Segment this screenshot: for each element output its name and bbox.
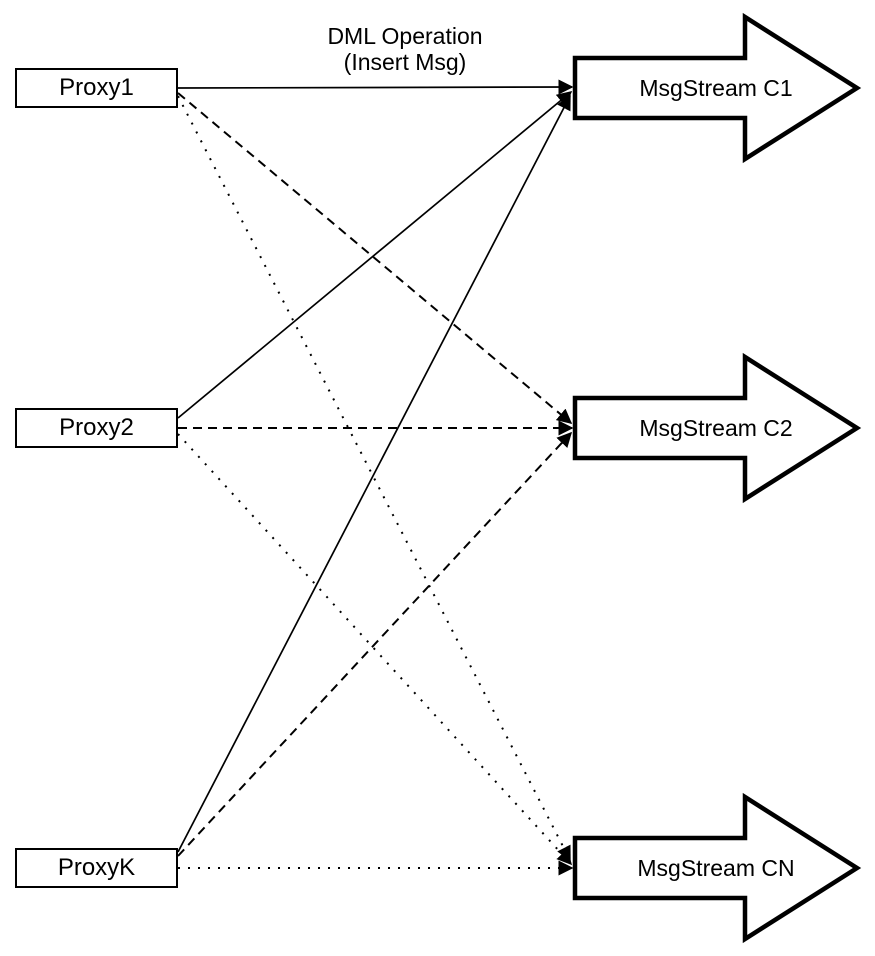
proxyk-node: ProxyK (15, 848, 178, 888)
msgstream-c2-arrow-shape (572, 352, 862, 504)
proxy1-node: Proxy1 (15, 68, 178, 108)
dml-operation-label-line1: DML Operation (327, 23, 483, 49)
proxyk-label: ProxyK (57, 854, 136, 881)
msgstream-cn-arrow-shape (572, 792, 862, 944)
edge-proxyk-to-c2-line (177, 431, 573, 857)
msgstream-c1-arrow-shape (572, 12, 862, 164)
edge-proxy2-to-c1-line (177, 91, 573, 419)
proxy2-node: Proxy2 (15, 408, 178, 448)
proxy2-label: Proxy2 (59, 414, 134, 441)
dml-operation-label-line2: (Insert Msg) (343, 49, 467, 75)
dml-operation-label: DML Operation (Insert Msg) (245, 23, 565, 75)
edge-proxy1-to-c2-line (177, 92, 573, 424)
edge-proxy2-to-cn-line (177, 433, 573, 866)
edge-proxyk-to-c1-line (177, 94, 571, 853)
edge-proxy1-to-c1-line (177, 79, 574, 95)
proxy1-label: Proxy1 (59, 74, 134, 101)
